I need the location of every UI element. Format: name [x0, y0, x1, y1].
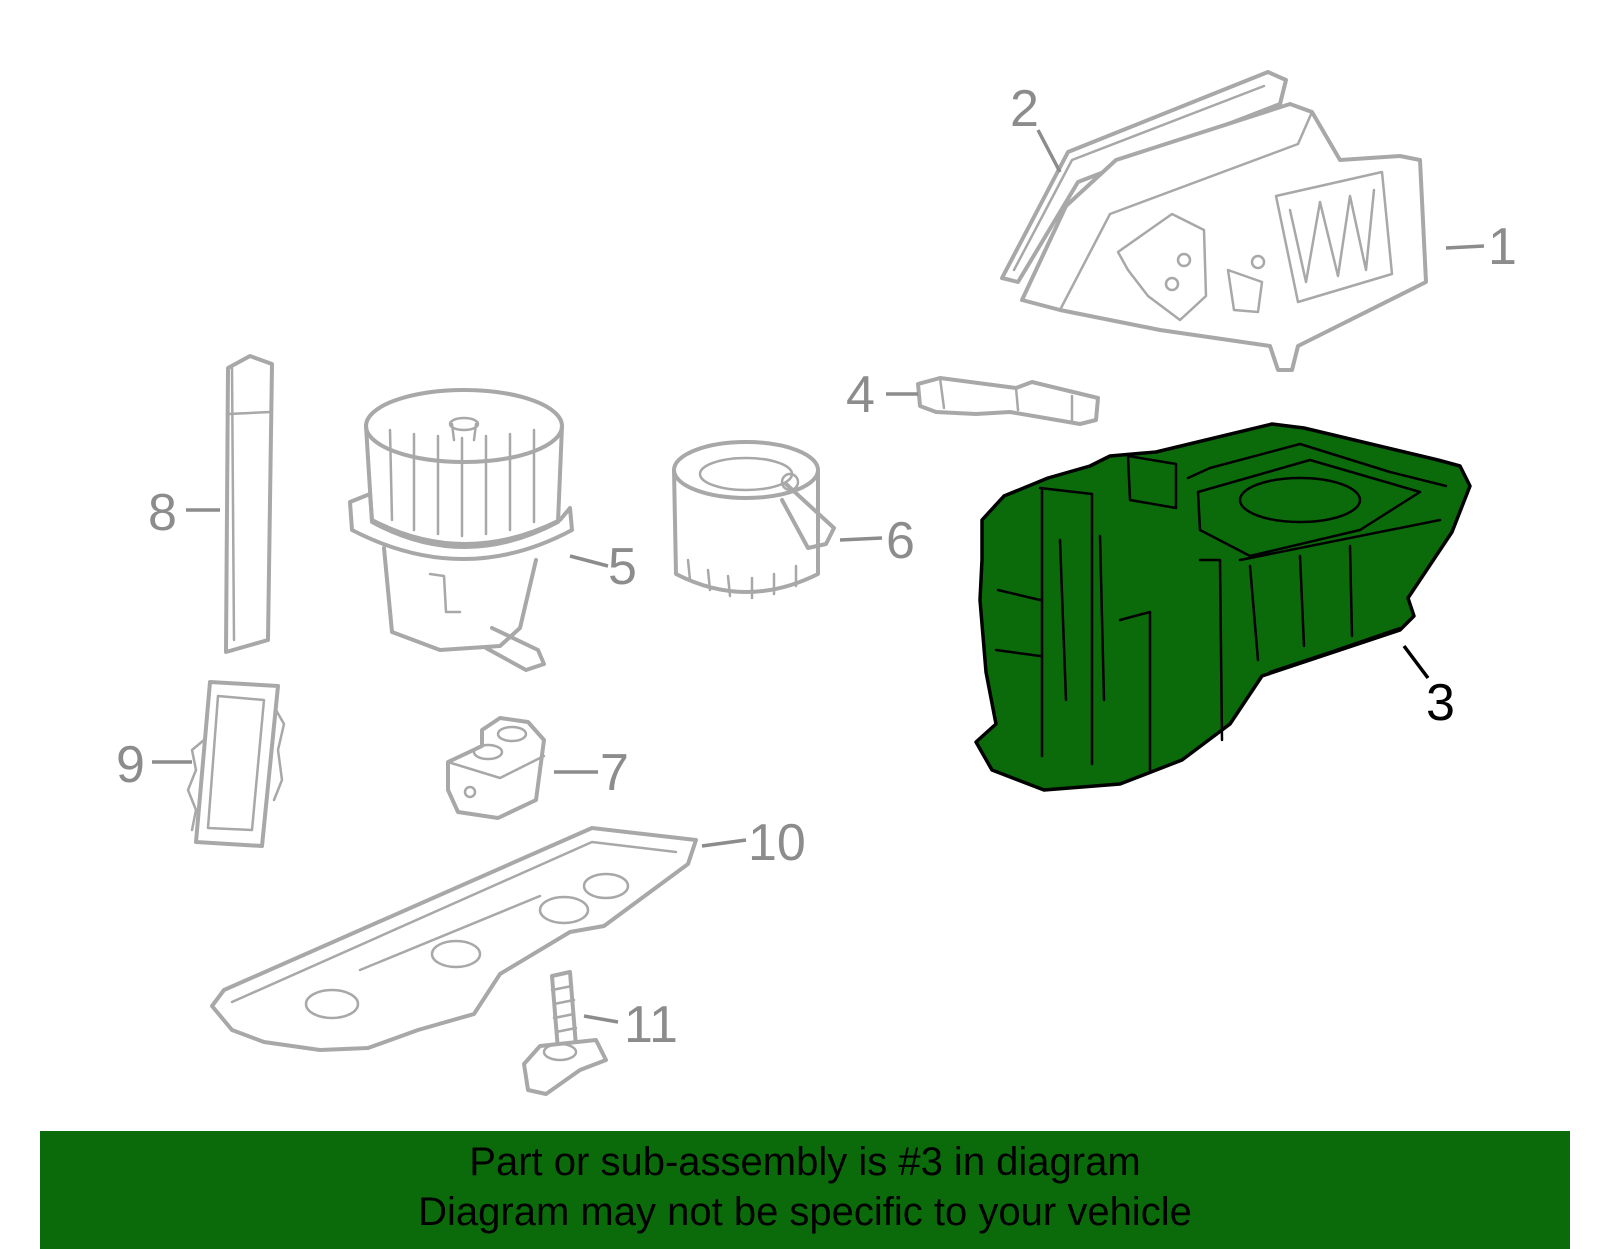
callout-11: 11 — [624, 996, 678, 1054]
part-1-housing[interactable] — [1020, 102, 1428, 372]
callouts: 1 2 3 4 5 6 7 8 9 10 11 — [116, 80, 1517, 1054]
callout-8: 8 — [148, 484, 177, 542]
callout-2: 2 — [1010, 80, 1039, 138]
leader-2 — [1036, 129, 1062, 173]
leader-3 — [1402, 644, 1430, 680]
part-9-filter-door[interactable] — [186, 680, 286, 848]
banner-line-1: Part or sub-assembly is #3 in diagram — [469, 1140, 1141, 1184]
part-6-blower-cover[interactable] — [672, 440, 836, 600]
part-11-fastener[interactable] — [522, 970, 608, 1096]
callout-9: 9 — [116, 736, 145, 794]
part-8-filter[interactable] — [224, 354, 274, 654]
part-7-resistor[interactable] — [446, 716, 546, 820]
banner-line-2: Diagram may not be specific to your vehi… — [418, 1190, 1192, 1234]
callout-6: 6 — [886, 512, 915, 570]
leader-11 — [583, 1014, 619, 1024]
part-5-blower-motor[interactable] — [348, 388, 574, 672]
part-3-case-highlighted[interactable] — [974, 422, 1472, 792]
callout-3: 3 — [1426, 674, 1455, 732]
callout-4: 4 — [846, 366, 875, 424]
callout-5: 5 — [608, 538, 637, 596]
leader-lines — [152, 129, 1485, 1024]
callout-7: 7 — [600, 744, 629, 802]
part-10-lower-panel[interactable] — [210, 826, 698, 1052]
callout-10: 10 — [748, 814, 806, 872]
leader-1 — [1445, 244, 1485, 250]
info-banner: Part or sub-assembly is #3 in diagram Di… — [40, 1131, 1570, 1249]
leader-10 — [701, 838, 747, 848]
part-2-seal[interactable] — [1000, 70, 1288, 284]
leader-6 — [839, 536, 883, 542]
leader-5 — [569, 554, 609, 568]
part-4-bracket[interactable] — [916, 376, 1100, 426]
callout-1: 1 — [1488, 218, 1517, 276]
